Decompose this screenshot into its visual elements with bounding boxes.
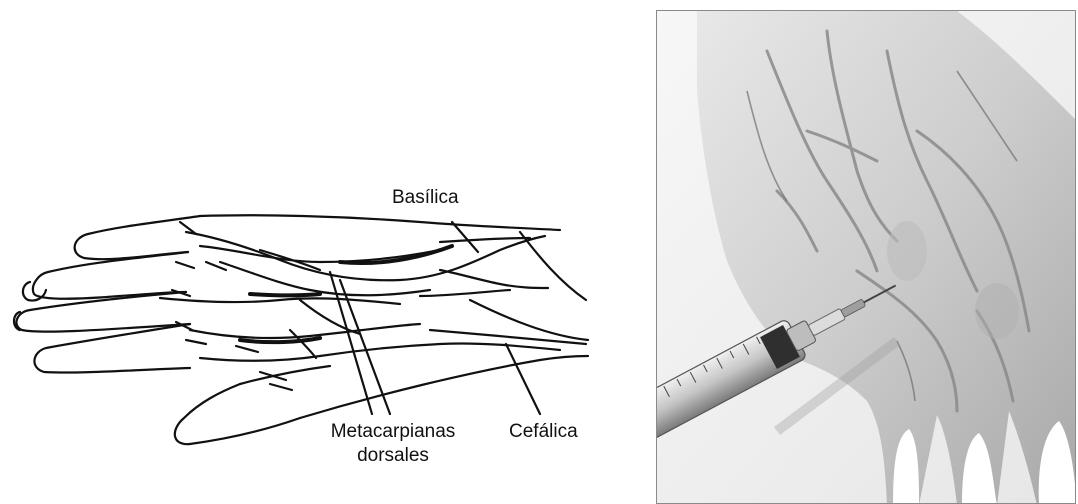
label-metacarpianas-dorsales: Metacarpianas dorsales bbox=[313, 420, 473, 468]
label-basilica: Basílica bbox=[392, 186, 459, 210]
hand-illustration-svg bbox=[657, 11, 1076, 504]
label-metacarpianas-line1: Metacarpianas bbox=[313, 420, 473, 444]
leader-cefalica bbox=[506, 344, 540, 414]
label-cefalica: Cefálica bbox=[509, 420, 578, 444]
label-metacarpianas-line2: dorsales bbox=[313, 444, 473, 468]
hand-injection-illustration bbox=[656, 10, 1076, 504]
leader-metacarpianas-1 bbox=[330, 272, 372, 414]
